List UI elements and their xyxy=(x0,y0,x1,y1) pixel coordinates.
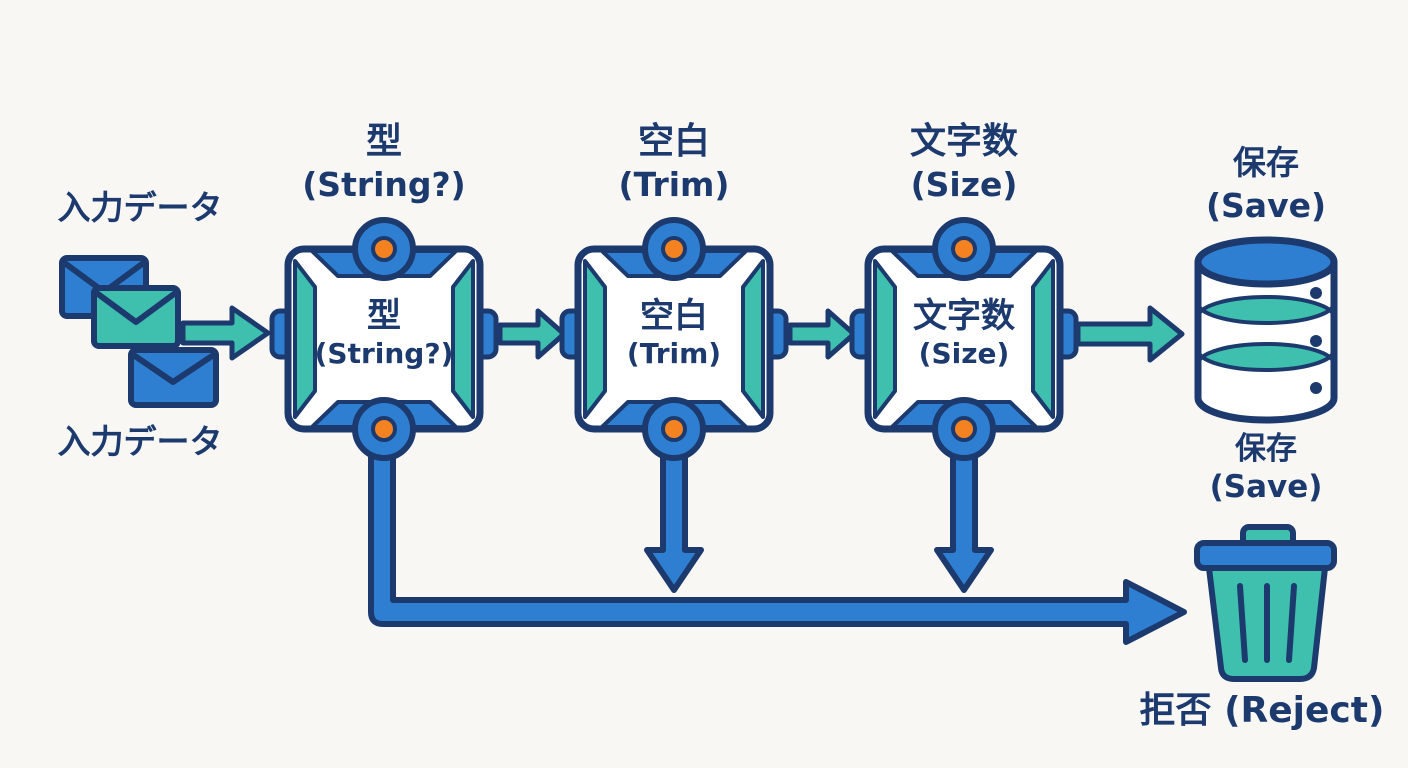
envelope-icon xyxy=(128,347,219,408)
drop-arrow-trim-icon xyxy=(647,442,701,590)
reject-pipe-arrow-icon xyxy=(368,437,1187,645)
save-label-bottom-en: (Save) xyxy=(1210,469,1323,505)
save-label-top-en: (Save) xyxy=(1206,186,1326,225)
trash-icon xyxy=(1194,524,1337,682)
flow-arrow-save-icon xyxy=(1075,305,1185,363)
stage-node-label-en: (String?) xyxy=(315,337,454,370)
stage-node-label-jp: 空白 xyxy=(640,296,708,336)
stage-node-label-jp: 型 xyxy=(367,296,401,336)
envelope-icon xyxy=(91,285,181,349)
flow-arrow-input-icon xyxy=(180,305,271,361)
save-label-top-jp: 保存 xyxy=(1233,143,1299,182)
save-label-bottom-jp: 保存 xyxy=(1235,431,1297,467)
drop-arrow-size-icon xyxy=(937,442,991,590)
stage-title-en: (Size) xyxy=(911,165,1018,204)
envelope-stack-icon xyxy=(59,255,219,408)
input-label-top: 入力データ xyxy=(58,188,223,227)
stage-title-jp: 文字数 xyxy=(910,121,1018,162)
flow-arrow-2-icon xyxy=(787,308,857,360)
input-label-bottom: 入力データ xyxy=(58,422,223,461)
stage-node-label-jp: 文字数 xyxy=(913,296,1015,336)
stage-title-jp: 空白 xyxy=(638,121,710,162)
stage-title-jp: 型 xyxy=(366,121,402,162)
stage-node-label-en: (Size) xyxy=(919,337,1010,370)
database-icon xyxy=(1194,236,1338,424)
reject-label: 拒否 (Reject) xyxy=(1140,690,1385,731)
stage-title-en: (String?) xyxy=(302,165,466,204)
stage-node-label-en: (Trim) xyxy=(627,337,721,370)
flow-arrow-1-icon xyxy=(497,308,567,360)
stage-title-en: (Trim) xyxy=(618,165,729,204)
